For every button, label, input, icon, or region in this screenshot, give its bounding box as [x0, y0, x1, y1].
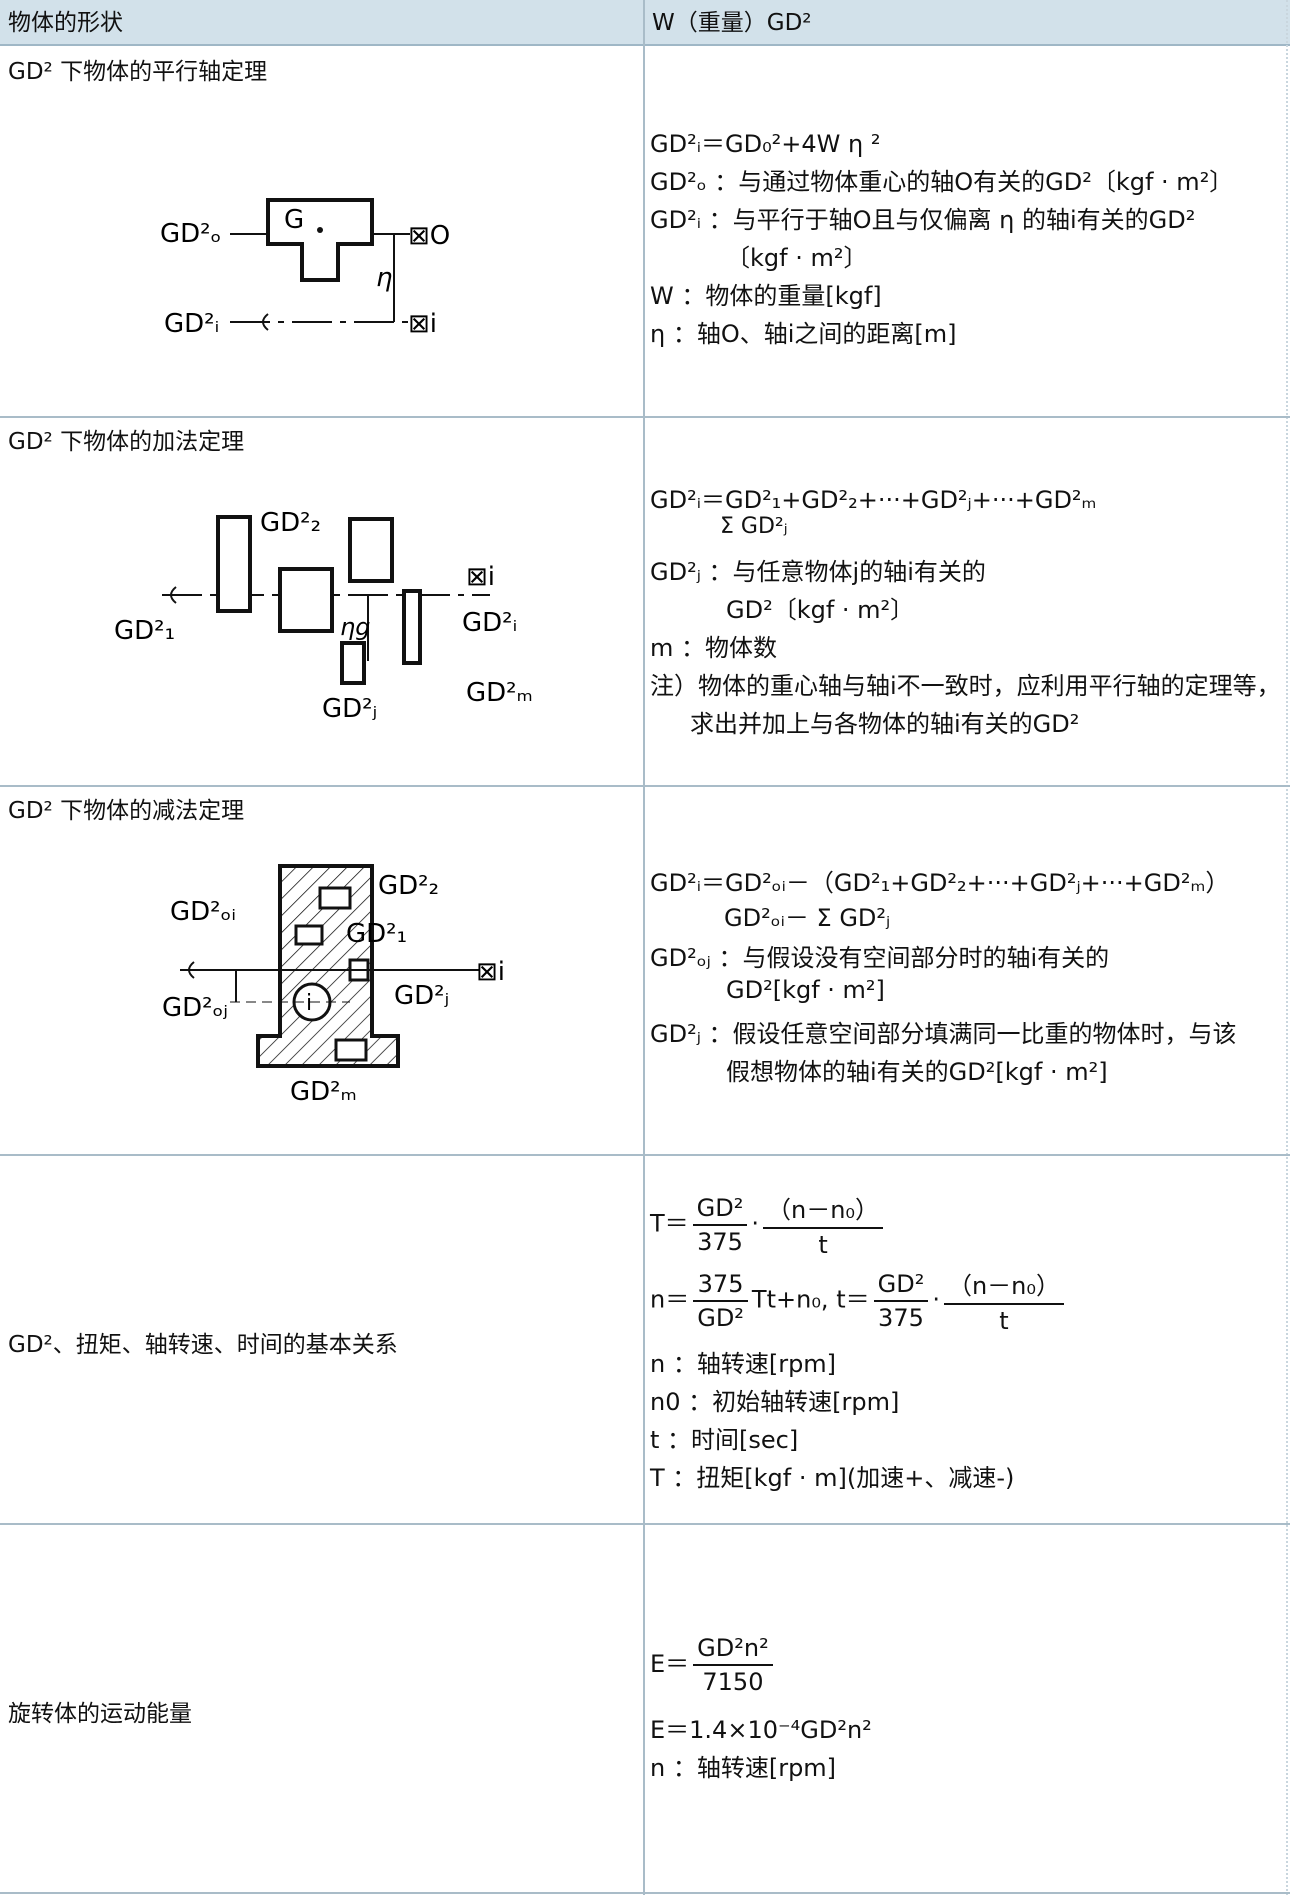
row-divider [0, 1892, 1290, 1894]
rotation-icon [170, 586, 177, 604]
row4-line: n0 ：初始轴转速[rpm] [650, 1388, 900, 1416]
row3-line: GD²ⱼ ：假设任意空间部分填满同一比重的物体时，与该 [650, 1020, 1237, 1048]
hole-m [334, 1038, 368, 1062]
row3-line: 假想物体的轴i有关的GD²[kgf · m²] [726, 1058, 1108, 1086]
row2-line: m ：物体数 [650, 634, 778, 662]
row3-line: GD²ₒⱼ ：与假设没有空间部分时的轴i有关的 [650, 944, 1110, 972]
row1-line: 〔kgf · m²〕 [726, 244, 868, 272]
gd2-label: GD²₂ [378, 871, 439, 901]
header-weight: W（重量）GD² [644, 0, 1290, 46]
row5-title: 旋转体的运动能量 [8, 1701, 192, 1727]
gdj-label: GD²ⱼ [322, 694, 377, 724]
hole-2 [318, 886, 352, 910]
row4-line: n ：轴转速[rpm] [650, 1350, 837, 1378]
i-label: ⊠i [466, 562, 495, 592]
row1-line: GD²ᵢ＝GD₀²+4W η ² [650, 130, 881, 158]
addition-figure: ηg GD²₂ GD²₁ ⊠i GD²ᵢ GD²ⱼ GD²ₘ [114, 508, 533, 724]
gd1-label: GD²₁ [346, 919, 407, 949]
rotation-icon [188, 961, 195, 979]
header-shape: 物体的形状 [0, 0, 644, 46]
row2-line: Σ GD²ⱼ [720, 514, 788, 539]
body-large [278, 567, 334, 633]
row3-line: GD²ᵢ＝GD²ₒᵢ－（GD²₁+GD²₂+···+GD²ⱼ+···+GD²ₘ） [650, 869, 1230, 897]
row2-line: GD²ⱼ ：与任意物体j的轴i有关的 [650, 558, 986, 586]
body-2 [348, 517, 394, 583]
gdi-label: GD²ᵢ [462, 608, 517, 638]
gdoi-label: GD²ₒᵢ [170, 897, 236, 927]
eta-label: ηg [340, 613, 370, 641]
i-label: ⊠i [408, 309, 437, 339]
parallel-axis-figure: G GD²ₒ ⊠O GD²ᵢ ⊠i η [160, 198, 450, 339]
row2-line: 注）物体的重心轴与轴i不一致时，应利用平行轴的定理等， [650, 672, 1281, 700]
column-divider [643, 0, 645, 1895]
row1-title: GD² 下物体的平行轴定理 [8, 59, 268, 85]
body-1 [216, 515, 252, 613]
row1-line: η ：轴O、轴i之间的距离[m] [650, 320, 957, 348]
row1-line: GD²ᵢ ：与平行于轴O且与仅偏离 η 的轴i有关的GD² [650, 206, 1196, 234]
row4-line: t ：时间[sec] [650, 1426, 799, 1454]
row3-line: GD²ₒᵢ－ Σ GD²ⱼ [724, 904, 891, 932]
row2-line: GD²〔kgf · m²〕 [726, 596, 915, 624]
g-label: G [284, 205, 304, 235]
body-j [340, 641, 366, 685]
row2-line: GD²ᵢ＝GD²₁+GD²₂+···+GD²ⱼ+···+GD²ₘ [650, 486, 1097, 514]
row4-line: T ：扭矩[kgf · m](加速+、减速-) [650, 1464, 1015, 1492]
body-m [402, 589, 422, 665]
gd-o-label: GD²ₒ [160, 219, 221, 249]
o-label: ⊠O [408, 221, 450, 251]
gdm-label: GD²ₘ [466, 678, 533, 708]
gdj-label: GD²ⱼ [394, 981, 449, 1011]
row1-line: GD²ₒ ：与通过物体重心的轴O有关的GD²〔kgf · m²〕 [650, 168, 1234, 196]
row1-line: W ：物体的重量[kgf] [650, 282, 882, 310]
gdoj-label: GD²ₒⱼ [162, 993, 228, 1023]
row5-line: n ：轴转速[rpm] [650, 1754, 837, 1782]
row4-title: GD²、扭矩、轴转速、时间的基本关系 [8, 1332, 398, 1358]
center-dot [317, 227, 323, 233]
right-edge [1286, 0, 1290, 1895]
body-shape [266, 198, 374, 282]
row-divider [0, 785, 1290, 787]
gd2-label: GD²₂ [260, 508, 321, 538]
eta-label: η [376, 263, 392, 293]
hole-1 [294, 924, 324, 946]
gd1-label: GD²₁ [114, 616, 175, 646]
i-circle-label: i [306, 991, 312, 1016]
rotation-icon [262, 313, 269, 331]
row3-title: GD² 下物体的减法定理 [8, 798, 245, 824]
row3-line: GD²[kgf · m²] [726, 976, 885, 1004]
row2-line: 求出并加上与各物体的轴i有关的GD² [690, 710, 1080, 738]
gd-i-label: GD²ᵢ [164, 309, 219, 339]
row-divider [0, 416, 1290, 418]
row-divider [0, 1523, 1290, 1525]
subtraction-figure: i GD²₂ GD²ₒᵢ GD²₁ ⊠i GD²ₒⱼ GD²ⱼ GD²ₘ [162, 864, 505, 1107]
i-label: ⊠i [476, 957, 505, 987]
row5-line: E＝1.4×10⁻⁴GD²n² [650, 1716, 872, 1744]
gdm-label: GD²ₘ [290, 1077, 357, 1107]
row2-title: GD² 下物体的加法定理 [8, 429, 245, 455]
row-divider [0, 1154, 1290, 1156]
hatched-body [256, 864, 400, 1068]
